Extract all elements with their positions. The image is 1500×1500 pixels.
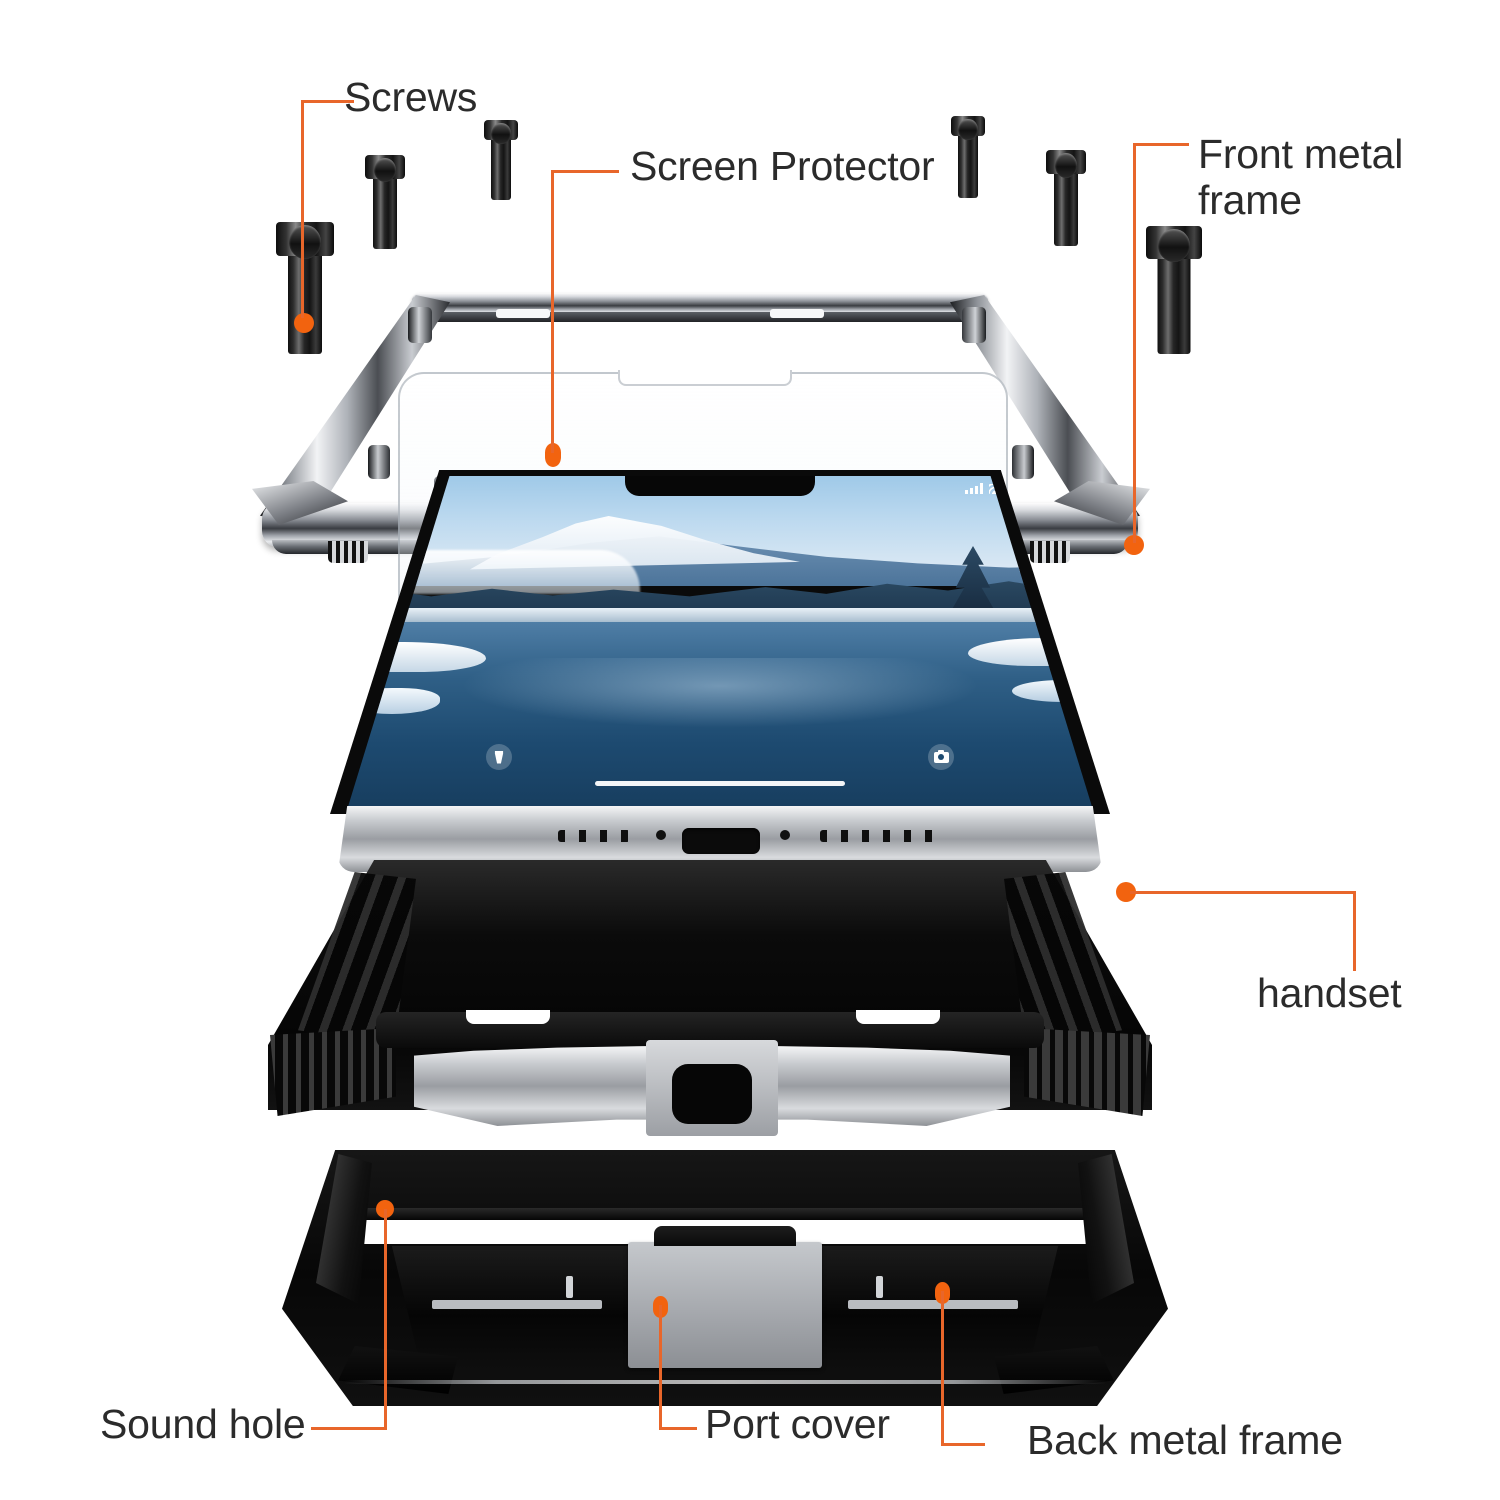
handset-leader-dot (1116, 882, 1136, 902)
screen-notch (625, 476, 815, 496)
back-frame-screw-slot-right (876, 1276, 883, 1298)
wallpaper-ice-floe-left (347, 642, 486, 672)
wallpaper-ice-floe-right (968, 638, 1093, 666)
microphone-hole-right (780, 830, 790, 840)
screw-head-ring (1054, 153, 1078, 178)
screw-shaft (958, 132, 978, 198)
screen-protector-leader-dot (545, 443, 561, 467)
port-cover-leader-horizontal (659, 1427, 697, 1430)
screw-6 (1146, 226, 1202, 354)
screw-shaft (1157, 252, 1191, 354)
screw-head-ring (288, 225, 322, 260)
screw-4 (951, 116, 985, 198)
camera-glyph (933, 749, 949, 763)
screen-protector-notch-cut (618, 370, 792, 386)
label-sound-hole: Sound hole (100, 1401, 306, 1447)
back-metal-frame-leader-vertical (941, 1291, 944, 1445)
wallpaper-mist (347, 550, 640, 594)
frame-cutout-right (770, 309, 824, 318)
front-metal-frame-leader-dot (1124, 535, 1144, 555)
case-button-bump-left (466, 1010, 550, 1024)
front-metal-frame-leader-horizontal (1133, 143, 1189, 146)
speaker-grille-right (820, 830, 942, 842)
label-front-metal-frame: Front metal frame (1198, 131, 1404, 224)
screw-head-ring (958, 119, 978, 141)
screw-shaft (1054, 169, 1078, 246)
back-frame-cavity-shadow (356, 1208, 1094, 1220)
screw-3 (484, 120, 518, 200)
wallpaper-ice-floe-left2 (347, 688, 440, 714)
handset (330, 470, 1110, 920)
back-frame-tray-slot-left (432, 1300, 602, 1309)
frame-corner-post-tl (408, 307, 432, 343)
back-frame-edge-highlight (344, 1380, 1106, 1384)
frame-screw-boss-2 (1030, 541, 1070, 563)
signal-bars-icon (965, 483, 983, 494)
camera-icon[interactable] (928, 744, 954, 770)
sound-hole-leader-vertical (384, 1209, 387, 1429)
label-screen-protector: Screen Protector (630, 143, 935, 189)
screws-leader-dot (294, 313, 314, 333)
screw-1 (276, 222, 334, 354)
home-indicator-bar (595, 781, 845, 786)
flashlight-icon[interactable] (486, 744, 512, 770)
handset-screen (347, 476, 1093, 808)
screws-leader-vertical (301, 100, 304, 318)
screen-protector-leader-vertical (551, 170, 554, 453)
port-cover-leader-vertical (659, 1305, 662, 1429)
label-handset: handset (1257, 970, 1402, 1016)
screw-shaft (373, 174, 397, 249)
screw-head-ring (1158, 229, 1190, 263)
wallpaper-water-sheen (460, 658, 980, 728)
frame-top-rail-inner (426, 312, 974, 322)
screw-head-ring (491, 123, 511, 144)
charging-port (682, 828, 760, 854)
frame-screw-boss-1 (328, 541, 368, 563)
speaker-grille-left (558, 830, 630, 842)
frame-cutout-left (496, 309, 550, 318)
screw-2 (365, 155, 405, 249)
port-cover-tab (654, 1226, 796, 1246)
screw-shaft (288, 248, 322, 354)
label-screws: Screws (344, 74, 478, 120)
handset-leader-horizontal (1130, 891, 1356, 894)
flashlight-glyph (494, 750, 504, 764)
back-frame-screw-slot-left (566, 1276, 573, 1298)
frame-corner-post-ml (368, 445, 390, 479)
screw-5 (1046, 150, 1086, 246)
case-button-bump-right (856, 1010, 940, 1024)
back-metal-frame (282, 1150, 1168, 1420)
microphone-hole-left (656, 830, 666, 840)
frame-corner-post-tr (962, 307, 986, 343)
case-port-window-hole (672, 1064, 752, 1124)
case-shell (268, 860, 1152, 1180)
back-metal-frame-leader-horizontal (941, 1443, 985, 1446)
screw-shaft (491, 136, 511, 200)
frame-top-rail (412, 293, 988, 315)
label-back-metal-frame: Back metal frame (1027, 1417, 1343, 1463)
front-metal-frame-leader-vertical (1133, 143, 1136, 543)
screen-protector-leader-horizontal (551, 170, 619, 173)
label-port-cover: Port cover (705, 1401, 890, 1447)
screws-leader-horizontal (301, 100, 354, 103)
handset-leader-vertical (1353, 891, 1356, 971)
screw-head-ring (373, 158, 397, 183)
sound-hole-leader-horizontal (311, 1427, 387, 1430)
back-frame-tray-slot-right (848, 1300, 1018, 1309)
battery-icon (1008, 482, 1035, 494)
frame-corner-post-mr (1012, 445, 1034, 479)
wallpaper-shoreline (347, 608, 1093, 624)
